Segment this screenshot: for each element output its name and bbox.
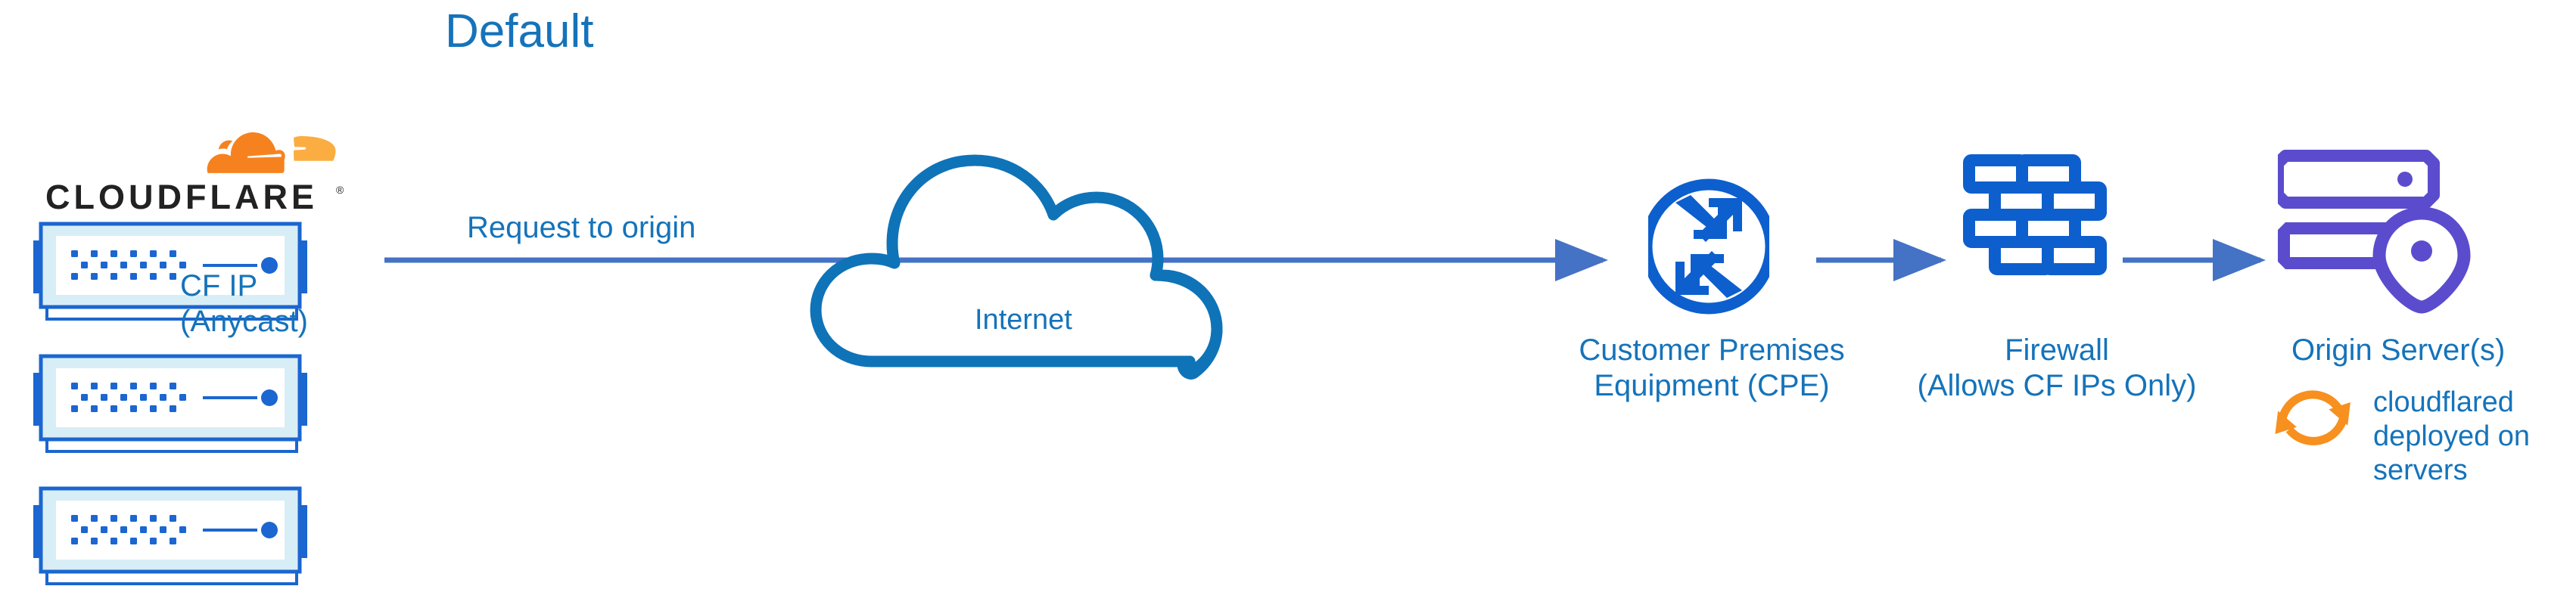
cpe-label-line2: Equipment (CPE) xyxy=(1594,369,1830,402)
request-to-origin-label: Request to origin xyxy=(467,211,696,244)
cloudflare-wordmark: CLOUDFLARE ® xyxy=(45,178,348,216)
firewall-label-line1: Firewall xyxy=(2005,333,2109,367)
cloudflare-server-unit-2 xyxy=(15,350,325,456)
cpe-label-group: Customer Premises Equipment (CPE) xyxy=(1560,333,1863,404)
cpe-label-line1: Customer Premises xyxy=(1579,333,1845,367)
cloudflare-server-unit-1 xyxy=(15,218,325,324)
connector-firewall-to-origin xyxy=(2123,239,2266,281)
cloudflare-cloud-logo-icon xyxy=(188,112,336,181)
connector-cpe-to-firewall xyxy=(1816,239,1946,281)
internet-cloud-icon xyxy=(802,97,1286,392)
cloudflare-server-unit-3 xyxy=(15,482,325,588)
cloudflared-note-line1: cloudflared xyxy=(2373,386,2514,418)
cf-ip-label-line2: (Anycast) xyxy=(180,305,308,338)
cloudflared-note-line2: deployed on xyxy=(2373,420,2531,452)
firewall-label-line2: (Allows CF IPs Only) xyxy=(1917,369,2197,402)
origin-server-label: Origin Server(s) xyxy=(2291,333,2506,367)
brick-wall-icon xyxy=(1958,150,2119,301)
firewall-label-group: Firewall (Allows CF IPs Only) xyxy=(1906,333,2208,404)
cloudflared-note-group: cloudflared deployed on servers xyxy=(2373,386,2530,488)
cloudflared-note-line3: servers xyxy=(2373,454,2468,486)
cf-ip-label-group: CF IP (Anycast) xyxy=(180,268,308,340)
sync-arrows-icon xyxy=(2272,377,2363,460)
server-stack-pin-icon xyxy=(2272,144,2497,319)
router-four-arrows-icon xyxy=(1641,172,1777,321)
cloudflare-wordmark-text: CLOUDFLARE xyxy=(45,180,318,216)
cf-ip-label-line1: CF IP xyxy=(180,269,258,302)
internet-label: Internet xyxy=(975,304,1072,336)
page-title: Default xyxy=(445,5,594,57)
connector-edge-to-cpe xyxy=(384,239,1608,281)
registered-mark: ® xyxy=(336,184,344,196)
